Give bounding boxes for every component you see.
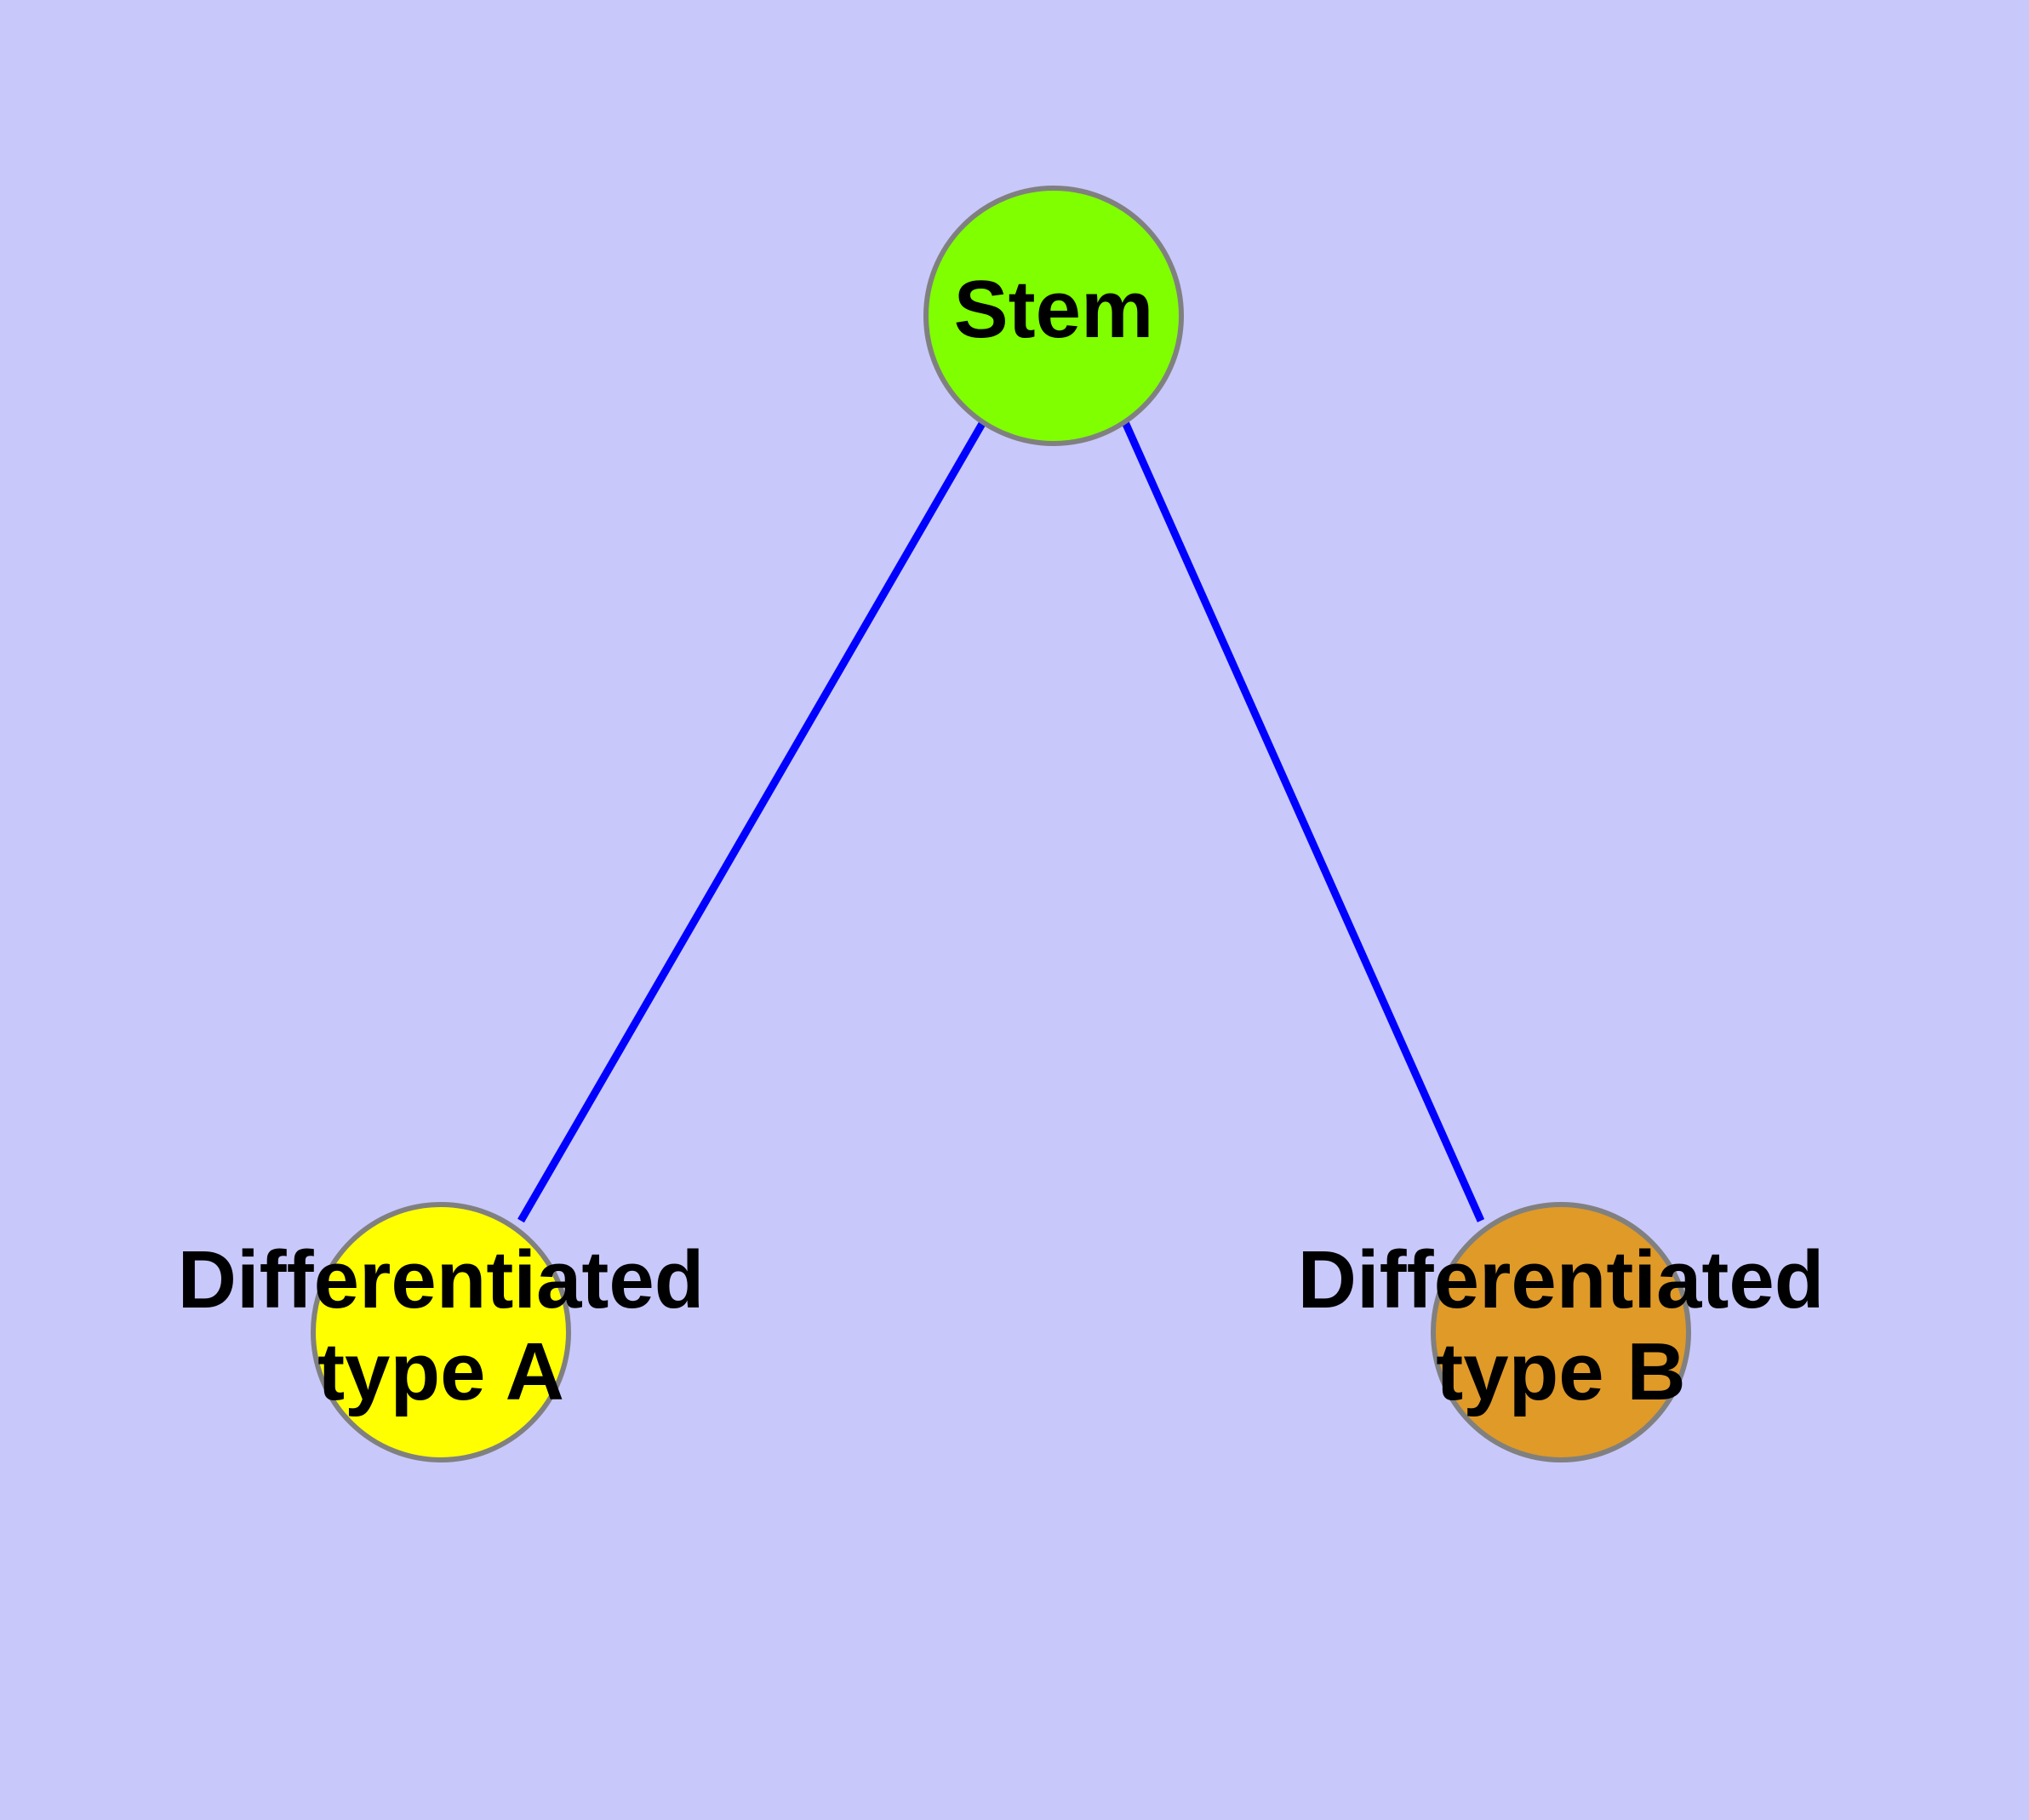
edge-stem-to-differentiated-type-a[interactable] xyxy=(517,420,986,1223)
node-label-line: Differentiated xyxy=(178,1235,705,1326)
node-label-line: Stem xyxy=(954,264,1154,355)
node-stem-circle[interactable] xyxy=(923,186,1184,446)
nodes-group xyxy=(311,186,1691,1462)
node-label-stem: Stem xyxy=(954,264,1154,355)
node-differentiated-type-b[interactable] xyxy=(1431,1202,1691,1462)
node-label-line: Differentiated xyxy=(1298,1235,1825,1326)
edge-stem-to-differentiated-type-b[interactable] xyxy=(1121,421,1485,1222)
node-differentiated-type-a[interactable] xyxy=(311,1202,571,1462)
node-differentiated-type-a-circle[interactable] xyxy=(311,1202,571,1462)
node-label-line: type B xyxy=(1436,1326,1685,1417)
node-differentiated-type-b-circle[interactable] xyxy=(1431,1202,1691,1462)
node-label-line: type A xyxy=(317,1326,564,1417)
node-stem[interactable] xyxy=(923,186,1184,446)
edges-group xyxy=(517,420,1485,1223)
